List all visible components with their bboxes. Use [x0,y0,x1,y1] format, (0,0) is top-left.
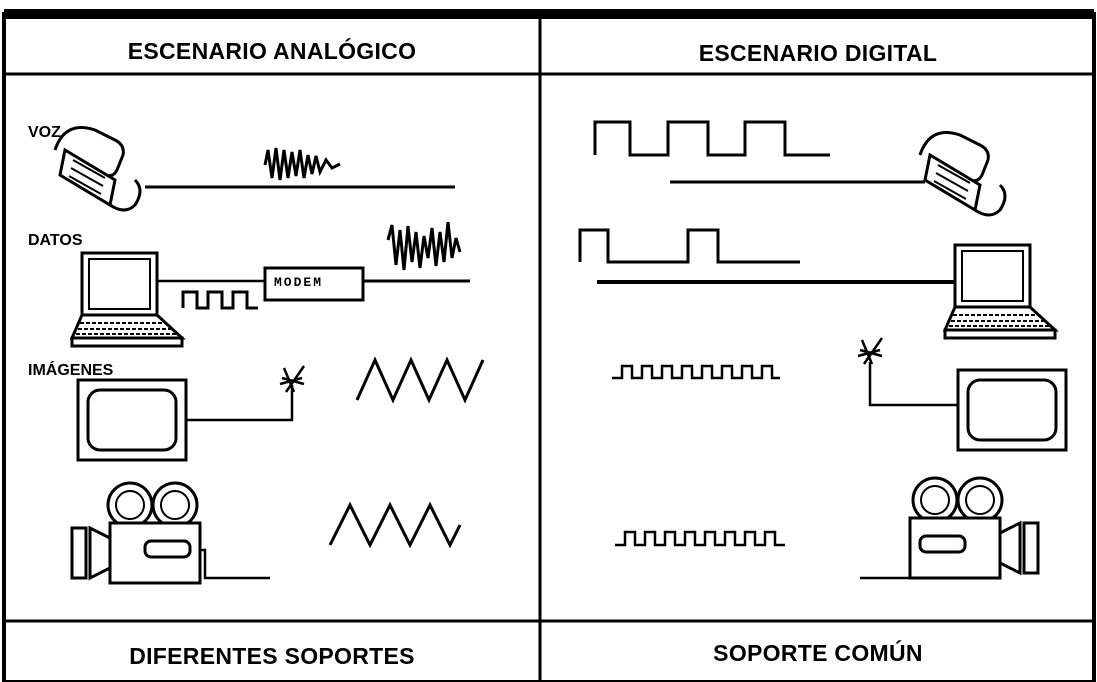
analog-tv-antenna-line [186,385,294,422]
voz-label: VOZ [28,124,61,141]
digital-camera-line [860,548,914,580]
tv-monitor-icon [956,368,1068,452]
digital-image-pulse-wave [612,364,780,380]
modem-label: MODEM [274,275,324,290]
telephone-icon [918,131,1007,217]
imagenes-label: IMÁGENES [28,362,114,379]
digital-data-square-wave [578,228,800,264]
datos-label: DATOS [28,232,83,249]
analog-header: ESCENARIO ANALÓGICO [127,38,417,64]
tv-monitor-icon [76,378,188,462]
digital-footer: SOPORTE COMÚN [713,640,923,666]
analog-voice-waveform [263,147,341,181]
laptop-icon [70,251,184,348]
video-camera-icon [908,476,1040,580]
analog-image-triangle-wave [355,356,485,404]
analog-video-triangle-wave [328,501,462,549]
telephone-icon [53,126,142,212]
table-grid [2,9,1096,682]
digital-voice-square-wave [593,120,830,157]
laptop-icon [943,243,1057,340]
analog-data-square-wave [181,290,258,310]
analog-camera-line [200,548,270,580]
analog-data-waveform [386,221,462,271]
analog-footer: DIFERENTES SOPORTES [129,643,415,669]
digital-tv-antenna-line [868,362,960,407]
antenna-icon [856,336,884,366]
digital-video-pulse-wave [615,530,785,547]
digital-header: ESCENARIO DIGITAL [698,40,938,66]
antenna-icon [278,364,306,394]
modem-box [263,266,365,302]
video-camera-icon [70,481,202,585]
